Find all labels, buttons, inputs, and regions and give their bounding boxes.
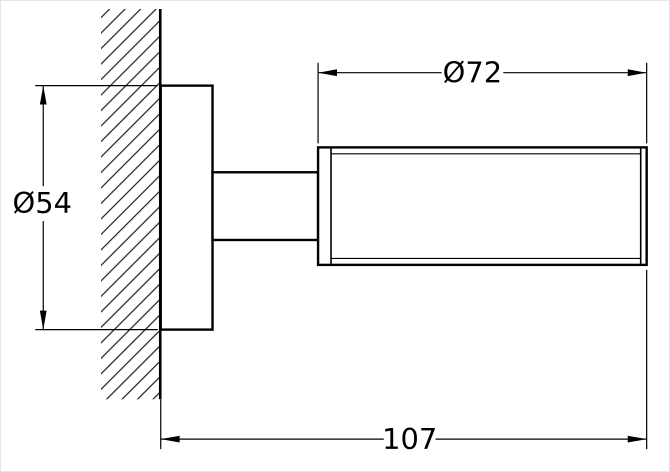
- holder-body-rim-lines: [330, 148, 642, 264]
- arrowhead-up: [39, 85, 47, 105]
- holder-body: [316, 146, 648, 267]
- dimension-projection-depth: [160, 269, 648, 450]
- arrowhead-left: [318, 69, 337, 77]
- arrowhead-right: [627, 69, 647, 77]
- dimension-label-holder-diameter: Ø72: [443, 56, 502, 90]
- wall-hatch: [100, 8, 160, 400]
- dimension-label-projection-depth: 107: [382, 422, 437, 456]
- arrowhead-right: [627, 435, 647, 443]
- arrowhead-down: [39, 310, 47, 330]
- stem: [211, 171, 320, 242]
- dimension-label-plate-diameter: Ø54: [13, 186, 72, 220]
- dimension-holder-diameter: [317, 62, 648, 144]
- dimension-plate-diameter: [35, 85, 158, 331]
- mounting-plate: [159, 84, 214, 331]
- arrowhead-left: [160, 435, 180, 443]
